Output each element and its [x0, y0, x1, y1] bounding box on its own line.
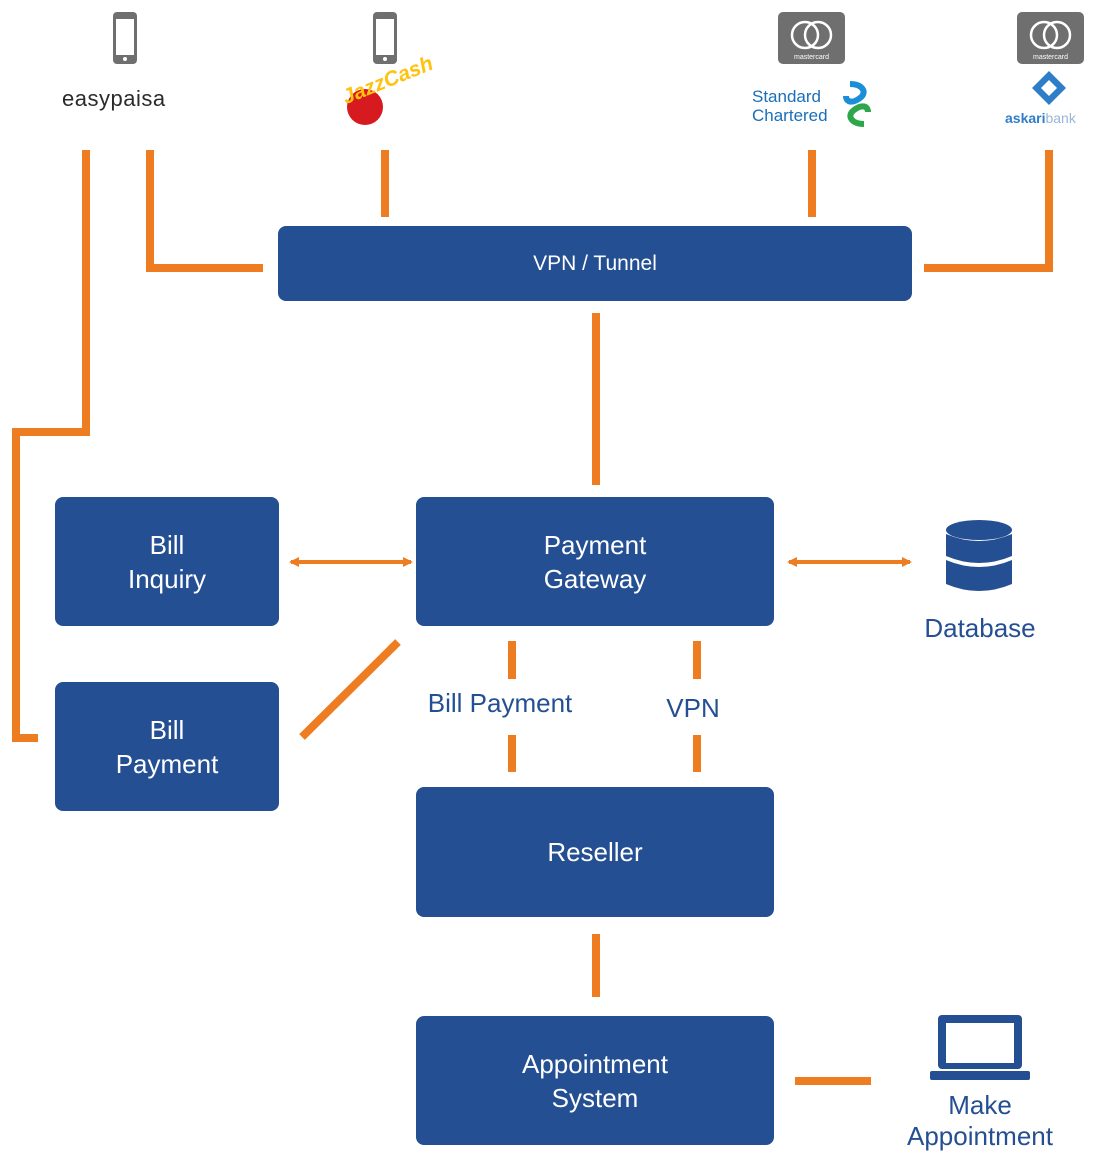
- easypaisa-logo: easypaisa: [62, 86, 166, 111]
- vpn-link-label: VPN: [666, 693, 720, 723]
- mastercard-text: mastercard: [794, 54, 829, 61]
- bill-inquiry-label-line1: Bill: [149, 529, 185, 560]
- connector-billpayment-gateway: [299, 639, 401, 740]
- askari-logo: askaribank: [1005, 110, 1076, 126]
- laptop-icon: [930, 1015, 1030, 1080]
- smartphone-icon: [373, 12, 397, 64]
- askari-logo-icon: [1032, 71, 1066, 105]
- mastercard-icon: mastercard: [778, 12, 845, 64]
- standard-chartered-line1: Standard: [752, 87, 821, 106]
- standard-chartered-logo-icon: [843, 81, 871, 127]
- bill-payment-link-label: Bill Payment: [427, 688, 573, 718]
- bill-payment-box: Bill Payment: [55, 682, 279, 811]
- askari-logo-part1: askari: [1005, 110, 1046, 126]
- database-icon: [946, 520, 1012, 591]
- connector-easypaisa-vpn: [146, 150, 263, 272]
- reseller-label: Reseller: [547, 837, 643, 867]
- make-appointment-line1: Make: [948, 1090, 1012, 1120]
- database-label: Database: [924, 613, 1036, 643]
- reseller-box: Reseller: [416, 787, 774, 917]
- standard-chartered-line2: Chartered: [752, 106, 828, 125]
- vpn-tunnel-box: VPN / Tunnel: [278, 226, 912, 301]
- payment-gateway-label-line1: Payment: [543, 529, 647, 560]
- connector-askari-vpn: [924, 150, 1053, 272]
- payment-gateway-label-line2: Gateway: [543, 563, 647, 594]
- bill-inquiry-box: Bill Inquiry: [55, 497, 279, 626]
- make-appointment-label: Make Appointment: [890, 1090, 1070, 1152]
- mastercard-text: mastercard: [1033, 54, 1068, 61]
- appointment-system-label-line2: System: [551, 1082, 639, 1113]
- askari-logo-part2: bank: [1045, 110, 1076, 126]
- appointment-system-label-line1: Appointment: [522, 1048, 668, 1079]
- standard-chartered-logo: Standard Chartered: [752, 87, 828, 125]
- bill-payment-label-line2: Payment: [115, 748, 219, 779]
- bill-payment-label-line1: Bill: [149, 714, 185, 745]
- jazzcash-logo-icon: [347, 89, 383, 125]
- smartphone-icon: [113, 12, 137, 64]
- payment-gateway-box: Payment Gateway: [416, 497, 774, 626]
- vpn-tunnel-label: VPN / Tunnel: [533, 251, 657, 275]
- connector-easypaisa-billpayment: [12, 150, 90, 742]
- make-appointment-line2: Appointment: [907, 1121, 1053, 1151]
- appointment-system-box: Appointment System: [416, 1016, 774, 1145]
- mastercard-icon: mastercard: [1017, 12, 1084, 64]
- bill-inquiry-label-line2: Inquiry: [127, 563, 207, 594]
